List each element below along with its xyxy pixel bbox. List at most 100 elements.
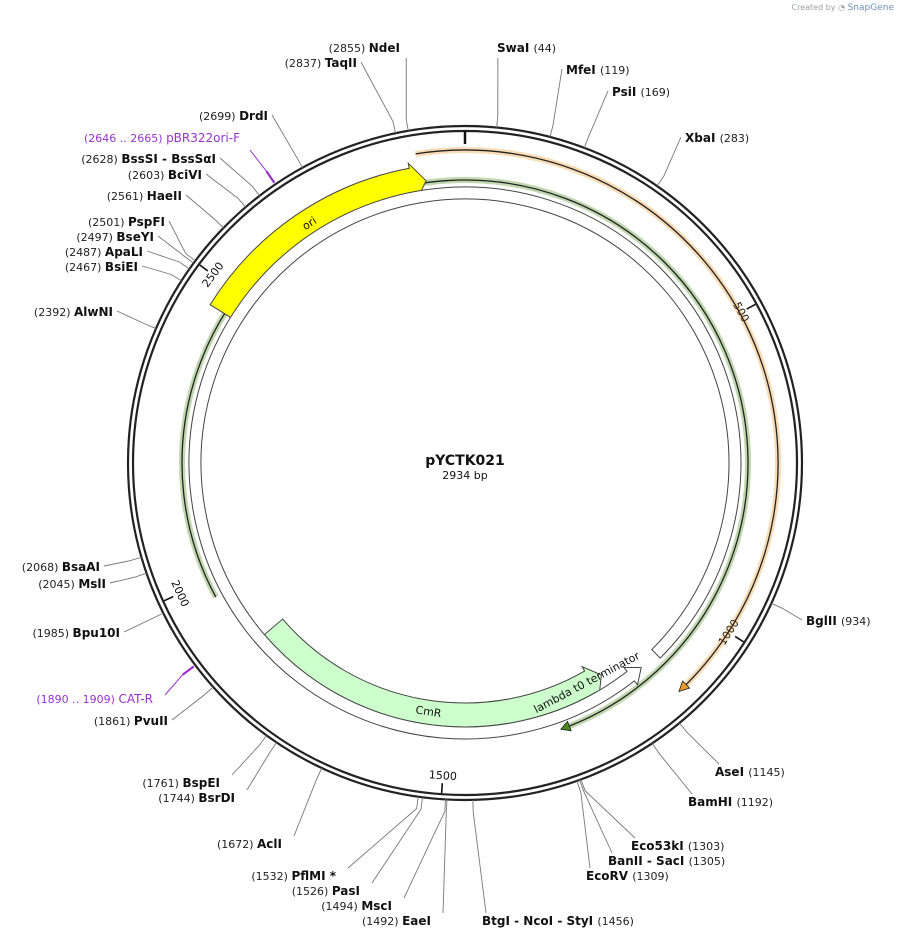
site-label-xbai[interactable]: XbaI (283) [685,131,749,145]
snapgene-credit: Created by ◔ SnapGene [792,3,895,13]
site-label-eco53ki[interactable]: Eco53kI (1303) [631,839,724,853]
site-name: EaeI [402,914,431,928]
site-label-bsrdi[interactable]: (1744) BsrDI [158,791,235,805]
orf-arcs [179,147,782,732]
site-position: (1985) [32,627,72,640]
site-name: BssSI - BssSαI [121,152,216,166]
site-label-bseyi[interactable]: (2497) BseYI [76,230,154,244]
site-position: (1526) [292,885,332,898]
site-leader-eco53ki [580,779,636,839]
site-label-bpu10i[interactable]: (1985) Bpu10I [32,626,120,640]
site-name: DrdI [239,109,268,123]
site-position: (1861) [94,715,134,728]
snapgene-logo-icon: ◔ [838,3,846,12]
site-label-btgi-ncoi-styi[interactable]: BtgI - NcoI - StyI (1456) [482,914,634,928]
site-label-acli[interactable]: (1672) AclI [217,837,282,851]
site-position: (2699) [199,110,239,123]
site-leader-bsrdi [246,742,277,791]
site-leader-drdi [271,114,303,169]
site-label-pvuii[interactable]: (1861) PvuII [94,714,168,728]
site-label-haeii[interactable]: (2561) HaeII [107,189,182,203]
site-label-psii[interactable]: PsiI (169) [612,85,670,99]
site-position: (44) [533,42,556,55]
site-label-ecorv[interactable]: EcoRV (1309) [586,869,669,883]
site-name: PflMI * [291,869,336,883]
site-leader-taqii [360,61,396,134]
primer-name: pBR322ori-F [166,131,240,145]
orf-arc-0 [415,149,779,690]
site-position: (934) [841,615,871,628]
site-label-eaei[interactable]: (1492) EaeI [362,914,431,928]
site-leader-asei [679,722,720,765]
site-name: BseYI [116,230,154,244]
site-label-msli[interactable]: (2045) MslI [38,577,106,591]
site-leader-ndei [405,57,409,131]
site-label-swai[interactable]: SwaI (44) [497,41,556,55]
site-position: (1192) [736,796,773,809]
credit-prefix: Created by [791,3,836,12]
site-name: EcoRV [586,869,632,883]
site-label-bsssi-bsss-i[interactable]: (2628) BssSI - BssSαI [81,152,216,166]
primer-label-cat-r[interactable]: (1890 .. 1909) CAT-R [36,692,153,706]
site-label-banii-saci[interactable]: BanII - SacI (1305) [608,854,725,868]
site-leader-pasi [371,797,423,884]
primer-range: (2646 .. 2665) [84,132,166,145]
site-leader-btgi-ncoi-styi [472,799,487,914]
primer-leader-cat-r [164,674,183,696]
site-position: (1492) [362,915,402,928]
site-label-apali[interactable]: (2487) ApaLI [65,245,143,259]
site-position: (169) [640,86,670,99]
site-label-mfei[interactable]: MfeI (119) [566,63,630,77]
plasmid-name: pYCTK021 [425,453,505,469]
site-leader-psii [583,90,609,148]
site-label-bsiei[interactable]: (2467) BsiEI [65,260,138,274]
tick-label-1500: 1500 [428,768,457,783]
site-label-bcivi[interactable]: (2603) BciVI [128,168,202,182]
site-name: BspEI [182,776,220,790]
site-name: BtgI - NcoI - StyI [482,914,597,928]
site-label-drdi[interactable]: (2699) DrdI [199,109,268,123]
site-label-pasi[interactable]: (1526) PasI [292,884,360,898]
site-label-asei[interactable]: AseI (1145) [715,765,785,779]
site-name: BamHI [688,795,736,809]
site-name: PvuII [134,714,168,728]
site-name: BanII - SacI [608,854,689,868]
site-name: TaqII [325,56,357,70]
site-label-bsaai[interactable]: (2068) BsaAI [22,560,100,574]
site-leader-bpu10i [123,612,164,633]
site-position: (2561) [107,190,147,203]
site-leader-bspei [231,735,267,776]
site-leader-bsiei [141,265,182,282]
site-leader-bsssi-bsss-i [219,157,260,197]
site-position: (2603) [128,169,168,182]
site-name: BciVI [168,168,202,182]
primer-leader-pbr322ori-f [249,149,267,172]
site-leader-apali [146,250,190,270]
site-label-msci[interactable]: (1494) MscI [321,899,392,913]
site-label-bspei[interactable]: (1761) BspEI [142,776,220,790]
site-name: AclI [257,837,282,851]
site-name: Bpu10I [73,626,120,640]
site-position: (283) [720,132,750,145]
primer-label-pbr322ori-f[interactable]: (2646 .. 2665) pBR322ori-F [84,131,240,145]
site-label-ndei[interactable]: (2855) NdeI [329,41,400,55]
site-label-pspfi[interactable]: (2501) PspFI [88,215,165,229]
site-position: (1672) [217,838,257,851]
site-position: (2392) [34,306,74,319]
site-position: (2045) [38,578,78,591]
site-label-alwni[interactable]: (2392) AlwNI [34,305,113,319]
site-position: (1494) [321,900,361,913]
site-name: PasI [332,884,360,898]
backbone-outer [126,124,804,802]
feature-lambda-t0-terminator[interactable] [188,186,742,740]
site-label-taqii[interactable]: (2837) TaqII [285,56,357,70]
primer-mark-cat-r [181,665,195,676]
site-label-pflmi[interactable]: (1532) PflMI * [251,869,336,883]
site-position: (2628) [81,153,121,166]
site-position: (2487) [65,246,105,259]
site-position: (1532) [251,870,291,883]
site-label-bamhi[interactable]: BamHI (1192) [688,795,773,809]
site-label-bglii[interactable]: BglII (934) [806,614,871,628]
